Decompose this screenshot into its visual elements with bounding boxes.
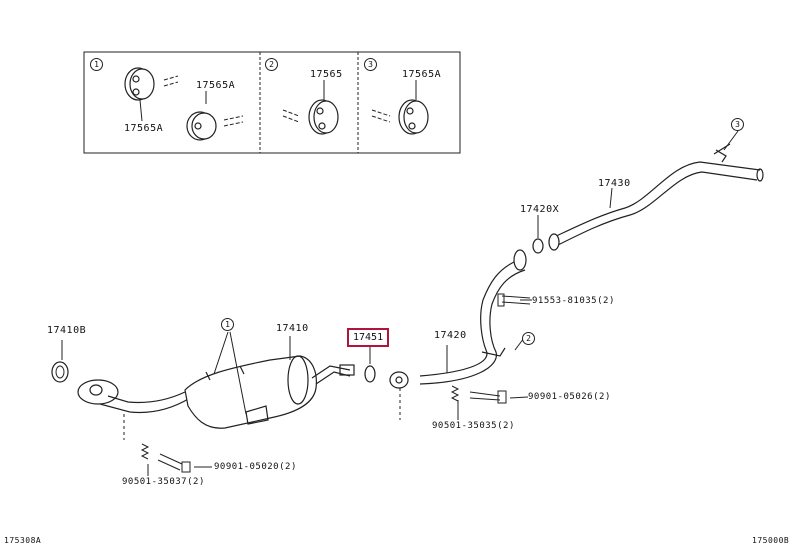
leader-90901-a (509, 396, 529, 399)
label-17420X: 17420X (520, 204, 560, 215)
label-17565A-inset-a: 17565A (196, 80, 236, 91)
label-90901-05020: 90901-05020(2) (214, 462, 297, 472)
label-17565A-inset-b: 17565A (124, 123, 164, 134)
label-91553-81035: 91553-81035(2) (532, 296, 615, 306)
inset-index-mark-1: 1 (90, 58, 103, 71)
label-90501-35035: 90501-35035(2) (432, 421, 515, 431)
inset-frame (83, 51, 461, 154)
label-17410: 17410 (276, 323, 309, 334)
inset-index-mark-3: 3 (364, 58, 377, 71)
center-pipe-17420 (389, 249, 527, 389)
footer-right-code: 175000B (752, 536, 790, 545)
hanger-17565 (308, 99, 339, 135)
leader-callout-3 (723, 130, 739, 151)
gasket-17451 (364, 365, 376, 383)
pin-bottom (223, 115, 244, 127)
pin-panel2 (282, 109, 300, 123)
hanger-17565A-p3 (398, 99, 429, 135)
bolt-91553 (497, 293, 531, 307)
label-90901-05026: 90901-05026(2) (528, 392, 611, 402)
pin-top (163, 75, 179, 87)
callout-2: 2 (522, 332, 535, 345)
pin-panel3 (371, 109, 391, 123)
leader-17430 (609, 187, 613, 209)
hanger-17565A-bottom (186, 111, 217, 141)
leader-17565A-b (139, 99, 143, 122)
label-17565A-inset-c: 17565A (402, 69, 442, 80)
label-90501-35037: 90501-35037(2) (122, 477, 205, 487)
label-17451-highlighted[interactable]: 17451 (347, 328, 390, 347)
tail-pipe-17430 (548, 143, 764, 251)
hanger-17565A-top (124, 67, 155, 101)
label-17420: 17420 (434, 330, 467, 341)
gasket-17410B (51, 361, 69, 383)
footer-left-code: 175308A (4, 536, 42, 545)
inset-index-mark-2: 2 (265, 58, 278, 71)
leader-callout-1 (213, 331, 247, 415)
label-17430: 17430 (598, 178, 631, 189)
bolt-90901-05020 (140, 443, 191, 473)
front-pipe-and-converter-17410 (77, 355, 355, 429)
label-17410B: 17410B (47, 325, 87, 336)
label-17565-inset: 17565 (310, 69, 343, 80)
gasket-17420X (532, 238, 544, 254)
bolt-90901-05026 (450, 385, 507, 404)
callout-1: 1 (221, 318, 234, 331)
callout-3: 3 (731, 118, 744, 131)
